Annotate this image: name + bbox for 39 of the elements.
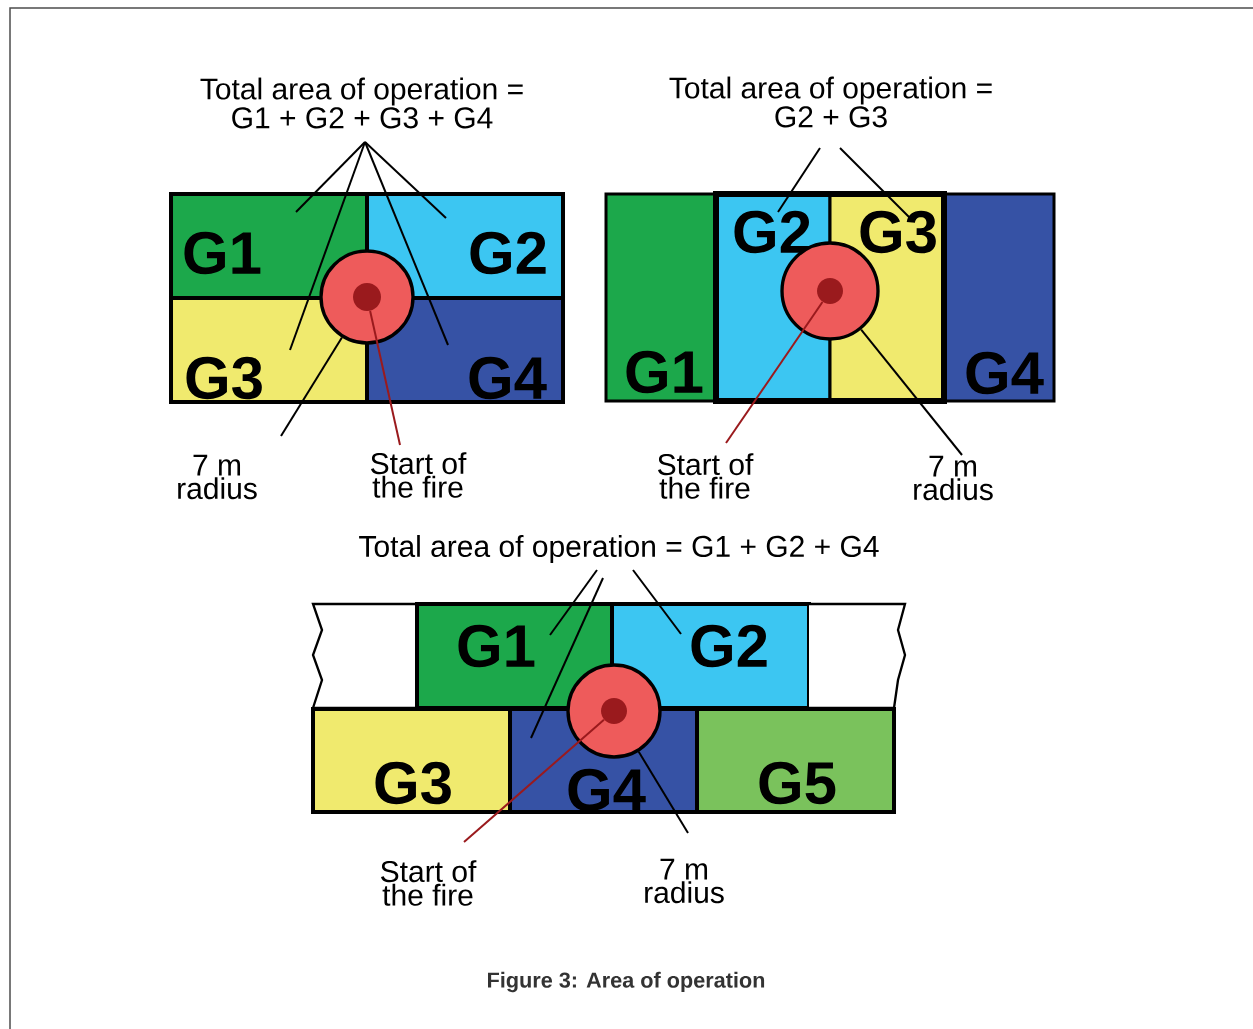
leader-line xyxy=(280,336,343,437)
leader-line xyxy=(725,301,824,444)
annotation-text: 7 m radius xyxy=(178,454,257,500)
leader-line xyxy=(860,328,963,456)
annotation-text: 7 m radius xyxy=(914,455,993,501)
leader-line xyxy=(637,750,689,834)
area-box: G3 xyxy=(169,296,369,404)
fire-origin-dot xyxy=(817,278,843,304)
leader-line xyxy=(530,577,604,739)
fire-radius-circle xyxy=(319,249,415,345)
leader-line xyxy=(549,569,598,636)
area-box: G2 xyxy=(610,602,811,710)
annotation-text: 7 m radius xyxy=(645,858,724,904)
leader-line xyxy=(289,141,366,351)
annotation-text: Total area of operation = G1 + G2 + G4 xyxy=(359,535,879,563)
area-box: G4 xyxy=(365,296,565,404)
annotation-text: Total area of operation = G2 + G3 xyxy=(669,76,992,128)
annotation-text: Total area of operation = G1 + G2 + G3 + G4 xyxy=(200,77,523,129)
area-box: G3 xyxy=(311,707,512,814)
annotation-text: Start of the fire xyxy=(381,860,477,906)
fire-origin-dot xyxy=(353,283,381,311)
continuation-box xyxy=(807,602,907,710)
leader-line xyxy=(295,141,366,213)
leader-line xyxy=(777,147,821,213)
leader-line xyxy=(364,141,449,346)
area-box: G5 xyxy=(695,707,896,814)
leader-line xyxy=(364,141,447,219)
figure-caption: Figure 3: Area of operation xyxy=(488,971,765,993)
annotation-text: Start of the fire xyxy=(371,452,467,498)
area-box: G1 xyxy=(415,602,614,710)
leader-line xyxy=(463,718,605,843)
fire-origin-dot xyxy=(601,698,627,724)
leader-line xyxy=(632,569,682,635)
leader-line xyxy=(369,310,401,446)
fire-radius-circle xyxy=(566,663,662,759)
annotation-text: Start of the fire xyxy=(658,453,754,499)
area-box: G4 xyxy=(942,192,1056,403)
area-box: G1 xyxy=(604,192,718,403)
leader-line xyxy=(839,147,911,219)
